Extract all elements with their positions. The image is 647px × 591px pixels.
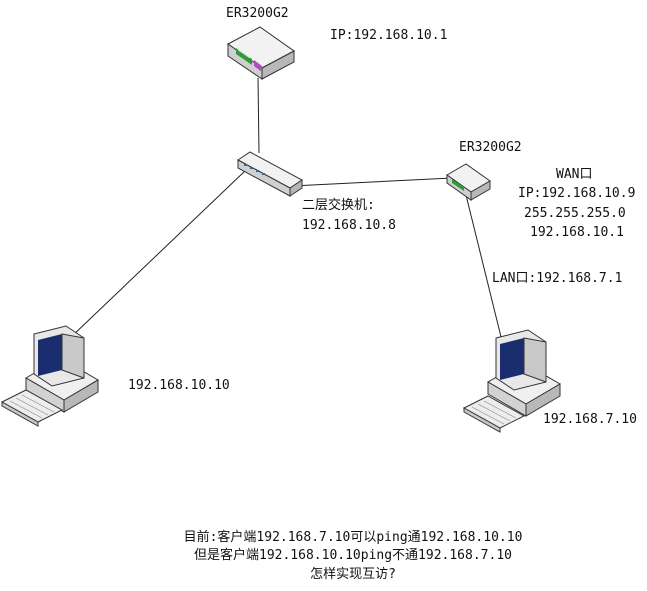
link-router-top-switch: [257, 77, 260, 154]
link-switch-router-right: [291, 177, 453, 187]
router-right-wan-ip: IP:192.168.10.9: [518, 186, 636, 201]
switch-ip: 192.168.10.8: [302, 218, 396, 233]
router-right-lan: LAN口:192.168.7.1: [492, 271, 623, 286]
router-right-wan-title: WAN口: [556, 167, 593, 182]
router-top-name: ER3200G2: [226, 6, 289, 21]
pc-right-ip: 192.168.7.10: [543, 412, 637, 427]
router-right-wan-mask: 255.255.255.0: [524, 206, 626, 221]
question-line-2: 但是客户端192.168.10.10ping不通192.168.7.10: [194, 548, 512, 563]
switch-name: 二层交换机:: [302, 198, 375, 213]
link-router-right-pc-right: [465, 194, 504, 346]
router-right-name: ER3200G2: [459, 140, 522, 155]
router-top-ip: IP:192.168.10.1: [330, 28, 448, 43]
pc-icon-right: [462, 329, 561, 433]
router-icon-right: [446, 163, 491, 201]
link-switch-pc-left: [69, 169, 247, 339]
pc-icon-left: [0, 325, 99, 427]
pc-left-ip: 192.168.10.10: [128, 378, 230, 393]
switch-icon: [237, 151, 303, 197]
question-line-1: 目前:客户端192.168.7.10可以ping通192.168.10.10: [183, 530, 523, 545]
question-line-3: 怎样实现互访?: [310, 567, 396, 582]
router-icon-top: [227, 26, 295, 80]
router-right-wan-gateway: 192.168.10.1: [530, 225, 624, 240]
